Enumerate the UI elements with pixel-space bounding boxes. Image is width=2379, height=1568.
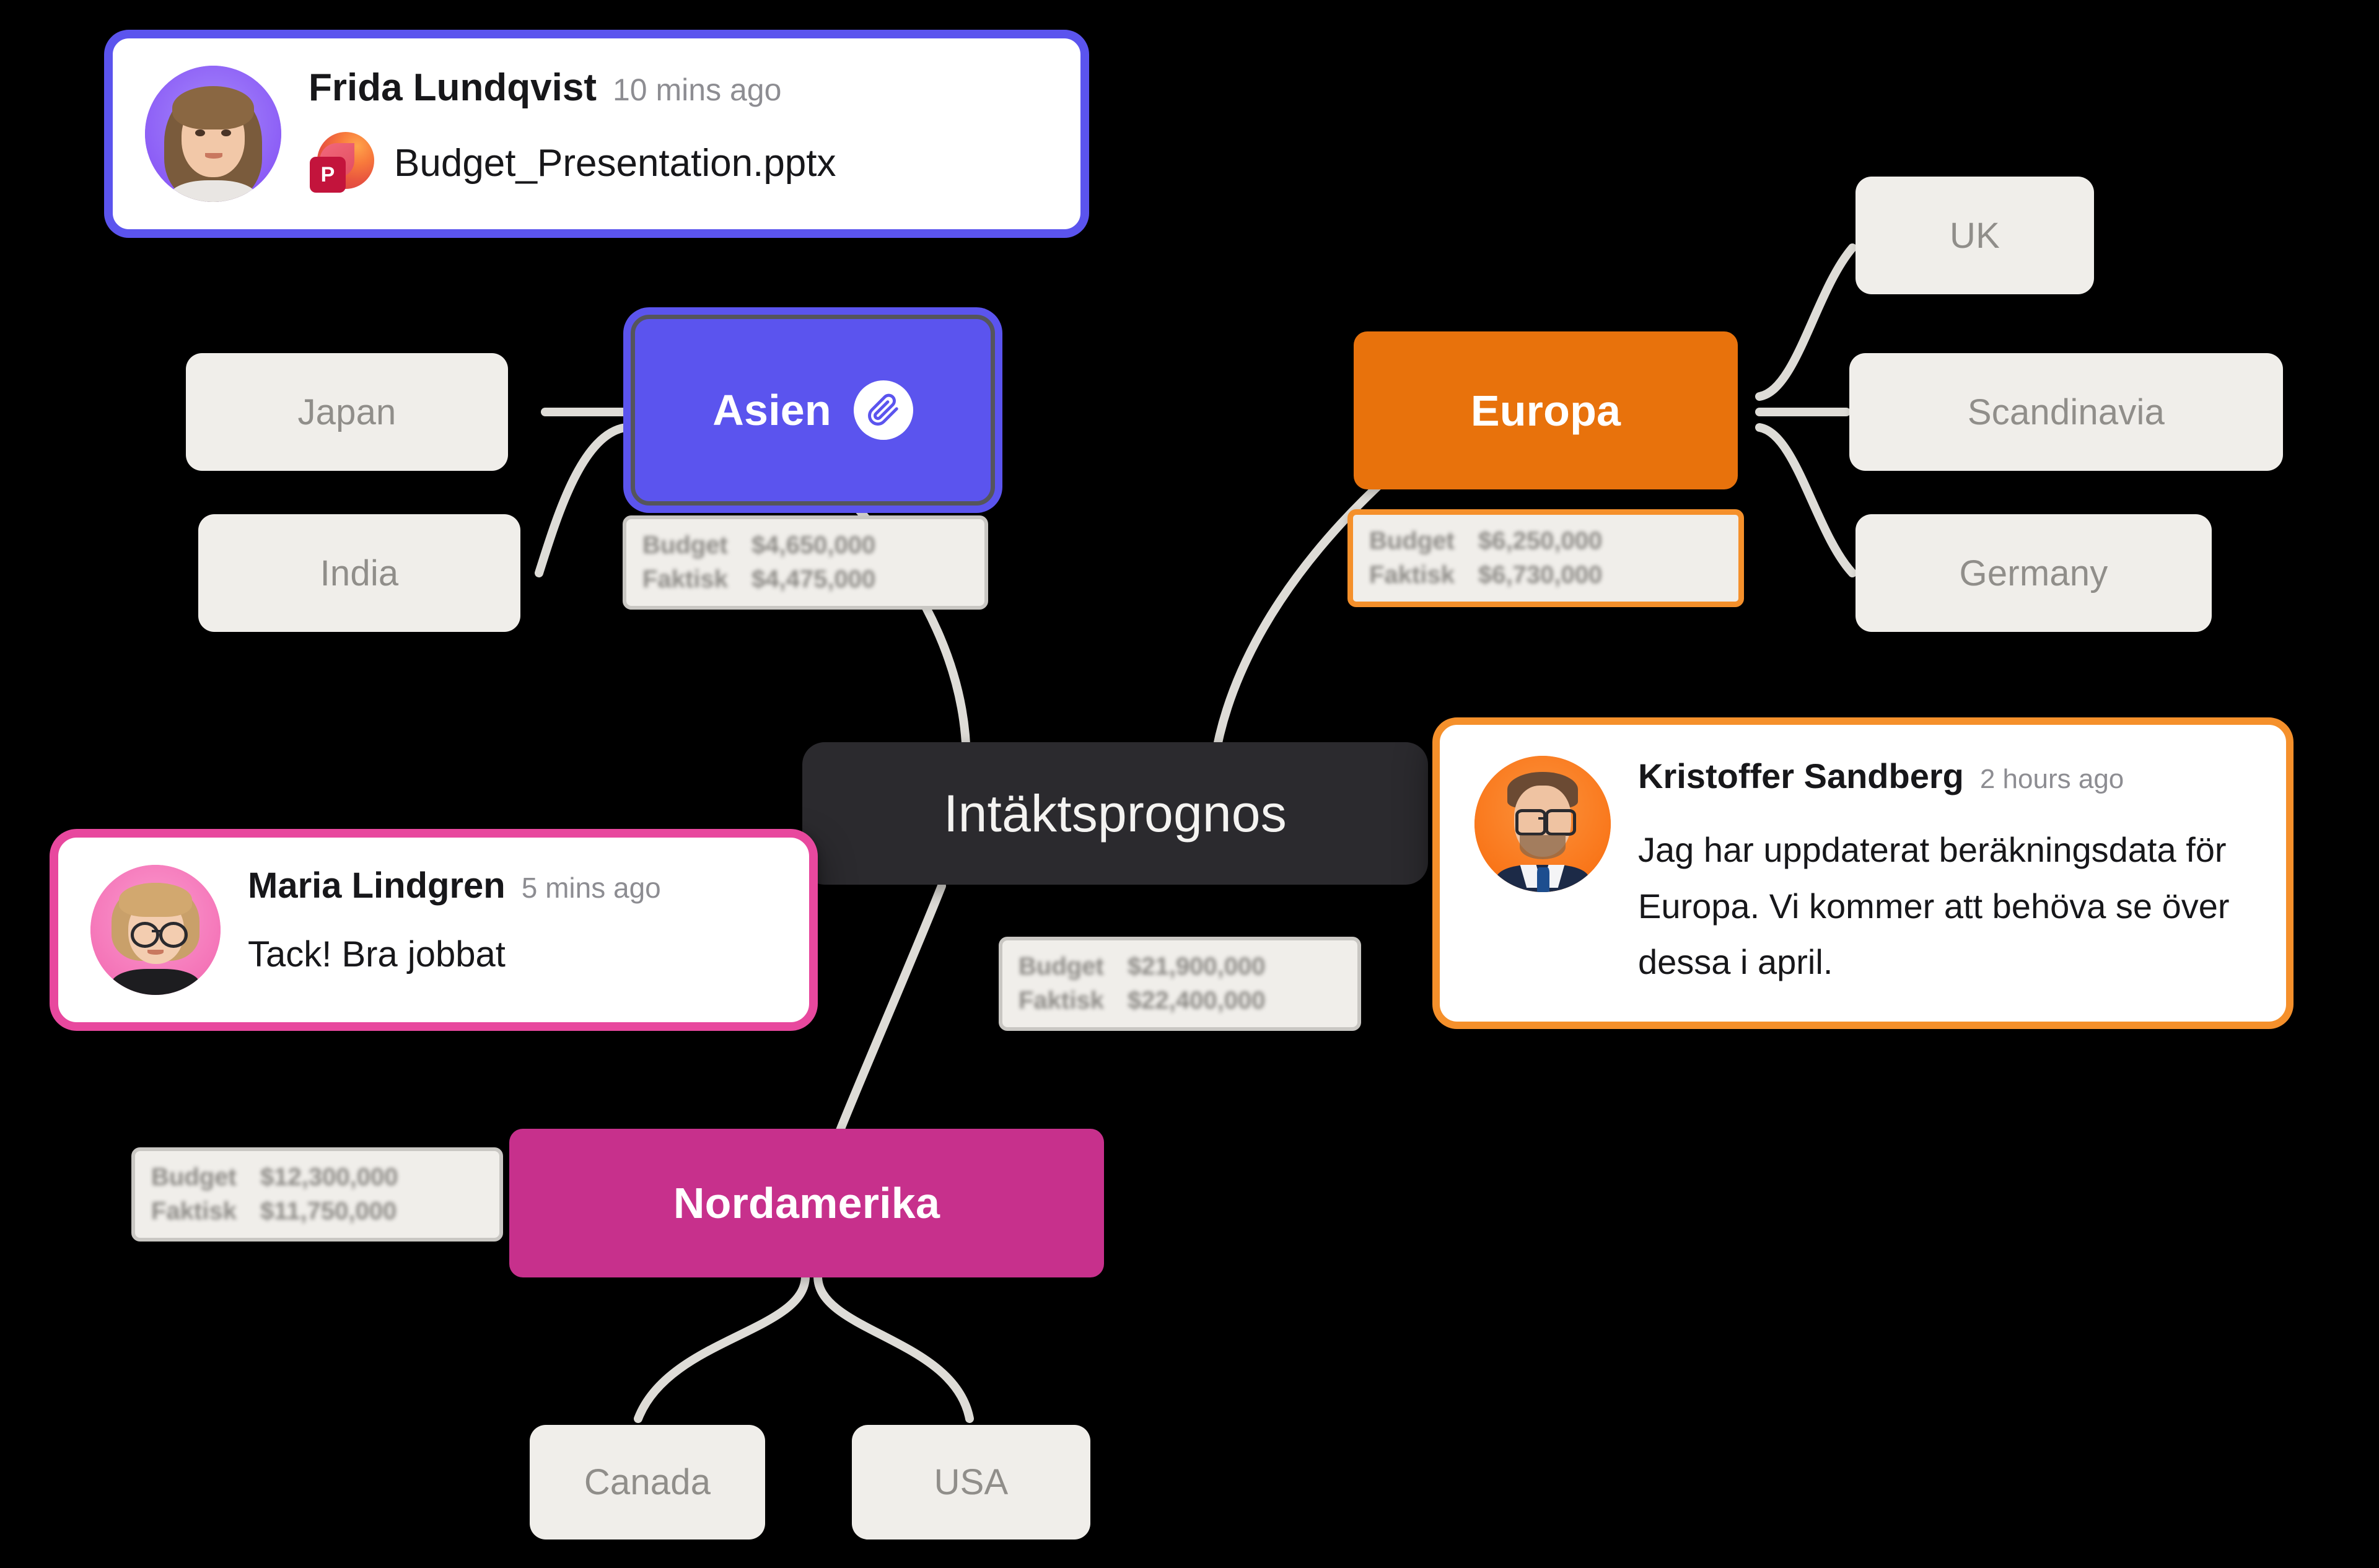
node-label-uk: UK (1950, 215, 2000, 256)
edge-europa-germany (1755, 423, 1857, 577)
chip-actual-label: Faktisk (1369, 561, 1455, 589)
node-label-root: Intäktsprognos (944, 784, 1287, 843)
node-europa[interactable]: Europa (1354, 331, 1738, 489)
node-label-europa: Europa (1470, 386, 1621, 435)
card-timestamp-maria: 5 mins ago (521, 872, 661, 904)
node-root-intaktsprognos[interactable]: Intäktsprognos (802, 742, 1428, 885)
node-uk[interactable]: UK (1855, 177, 2094, 294)
chip-budget-value: $12,300,000 (260, 1163, 398, 1191)
card-body-kristoffer: Kristoffer Sandberg 2 hours ago Jag har … (1638, 756, 2251, 991)
chip-row-actual: Faktisk $6,730,000 (1369, 561, 1722, 589)
node-label-nordamerika: Nordamerika (673, 1179, 940, 1227)
powerpoint-icon: P (309, 128, 378, 198)
node-india[interactable]: India (198, 514, 520, 632)
card-body-frida: Frida Lundqvist 10 mins ago P Budget_Pre… (309, 66, 1048, 198)
chip-row-actual: Faktisk $4,475,000 (642, 566, 968, 593)
card-body-maria: Maria Lindgren 5 mins ago Tack! Bra jobb… (248, 865, 777, 975)
card-header-frida: Frida Lundqvist 10 mins ago (309, 66, 1048, 110)
avatar-maria (90, 865, 221, 995)
comment-card-maria[interactable]: Maria Lindgren 5 mins ago Tack! Bra jobb… (50, 829, 818, 1031)
node-label-asien: Asien (712, 386, 831, 434)
chip-budget-value: $21,900,000 (1128, 953, 1266, 980)
edge-root-nordamerika (820, 882, 946, 1175)
paperclip-icon[interactable] (853, 380, 913, 440)
edge-europa-uk (1755, 243, 1857, 401)
edge-asien-india (535, 423, 630, 577)
chip-actual-label: Faktisk (642, 566, 728, 593)
card-timestamp-kristoffer: 2 hours ago (1979, 764, 2124, 794)
avatar-kristoffer (1474, 756, 1611, 892)
budget-chip-root[interactable]: Budget $21,900,000 Faktisk $22,400,000 (999, 937, 1361, 1031)
chip-row-budget: Budget $4,650,000 (642, 532, 968, 559)
card-message-kristoffer: Jag har uppdaterat beräkningsdata för Eu… (1638, 830, 2230, 982)
chip-budget-label: Budget (151, 1163, 237, 1191)
node-asien[interactable]: Asien (631, 315, 995, 506)
card-header-maria: Maria Lindgren 5 mins ago (248, 865, 777, 906)
chip-actual-value: $6,730,000 (1478, 561, 1603, 589)
node-canada[interactable]: Canada (530, 1425, 765, 1540)
chip-actual-label: Faktisk (151, 1198, 237, 1225)
node-label-scandinavia: Scandinavia (1967, 392, 2165, 432)
chip-budget-label: Budget (642, 532, 728, 559)
node-label-usa: USA (934, 1462, 1009, 1502)
edge-nordamerika-usa (813, 1272, 974, 1423)
card-timestamp-frida: 10 mins ago (613, 72, 782, 107)
chip-budget-value: $4,650,000 (751, 532, 876, 559)
chip-budget-value: $6,250,000 (1478, 527, 1603, 554)
chip-actual-label: Faktisk (1019, 987, 1104, 1014)
node-usa[interactable]: USA (852, 1425, 1090, 1540)
chip-actual-value: $11,750,000 (260, 1198, 397, 1225)
powerpoint-badge: P (310, 157, 346, 193)
chip-budget-label: Budget (1019, 953, 1104, 980)
chip-row-budget: Budget $21,900,000 (1019, 953, 1341, 981)
card-attachment-frida[interactable]: P Budget_Presentation.pptx (309, 128, 1048, 198)
node-nordamerika[interactable]: Nordamerika (509, 1129, 1104, 1277)
chip-row-actual: Faktisk $11,750,000 (151, 1198, 483, 1225)
comment-card-frida[interactable]: Frida Lundqvist 10 mins ago P Budget_Pre… (104, 30, 1089, 238)
node-japan[interactable]: Japan (186, 353, 508, 471)
card-message-maria: Tack! Bra jobbat (248, 934, 506, 975)
edge-nordamerika-canada (634, 1272, 810, 1423)
chip-row-budget: Budget $6,250,000 (1369, 527, 1722, 555)
card-attachment-filename: Budget_Presentation.pptx (394, 141, 836, 185)
budget-chip-europa[interactable]: Budget $6,250,000 Faktisk $6,730,000 (1347, 509, 1744, 607)
card-header-kristoffer: Kristoffer Sandberg 2 hours ago (1638, 756, 2251, 796)
card-author-maria: Maria Lindgren (248, 865, 506, 906)
comment-card-kristoffer[interactable]: Kristoffer Sandberg 2 hours ago Jag har … (1432, 717, 2294, 1030)
chip-actual-value: $22,400,000 (1128, 987, 1266, 1014)
node-label-japan: Japan (297, 392, 396, 432)
node-label-germany: Germany (1959, 553, 2108, 593)
node-germany[interactable]: Germany (1855, 514, 2212, 632)
node-label-canada: Canada (584, 1462, 711, 1502)
card-author-frida: Frida Lundqvist (309, 66, 597, 109)
avatar-frida (145, 66, 281, 202)
chip-budget-label: Budget (1369, 527, 1455, 554)
budget-chip-nordamerika[interactable]: Budget $12,300,000 Faktisk $11,750,000 (131, 1147, 503, 1242)
card-author-kristoffer: Kristoffer Sandberg (1638, 756, 1964, 795)
chip-row-budget: Budget $12,300,000 (151, 1163, 483, 1191)
budget-chip-asien[interactable]: Budget $4,650,000 Faktisk $4,475,000 (623, 515, 988, 610)
node-label-india: India (320, 553, 399, 593)
node-scandinavia[interactable]: Scandinavia (1849, 353, 2283, 471)
chip-actual-value: $4,475,000 (751, 566, 876, 593)
chip-row-actual: Faktisk $22,400,000 (1019, 987, 1341, 1015)
